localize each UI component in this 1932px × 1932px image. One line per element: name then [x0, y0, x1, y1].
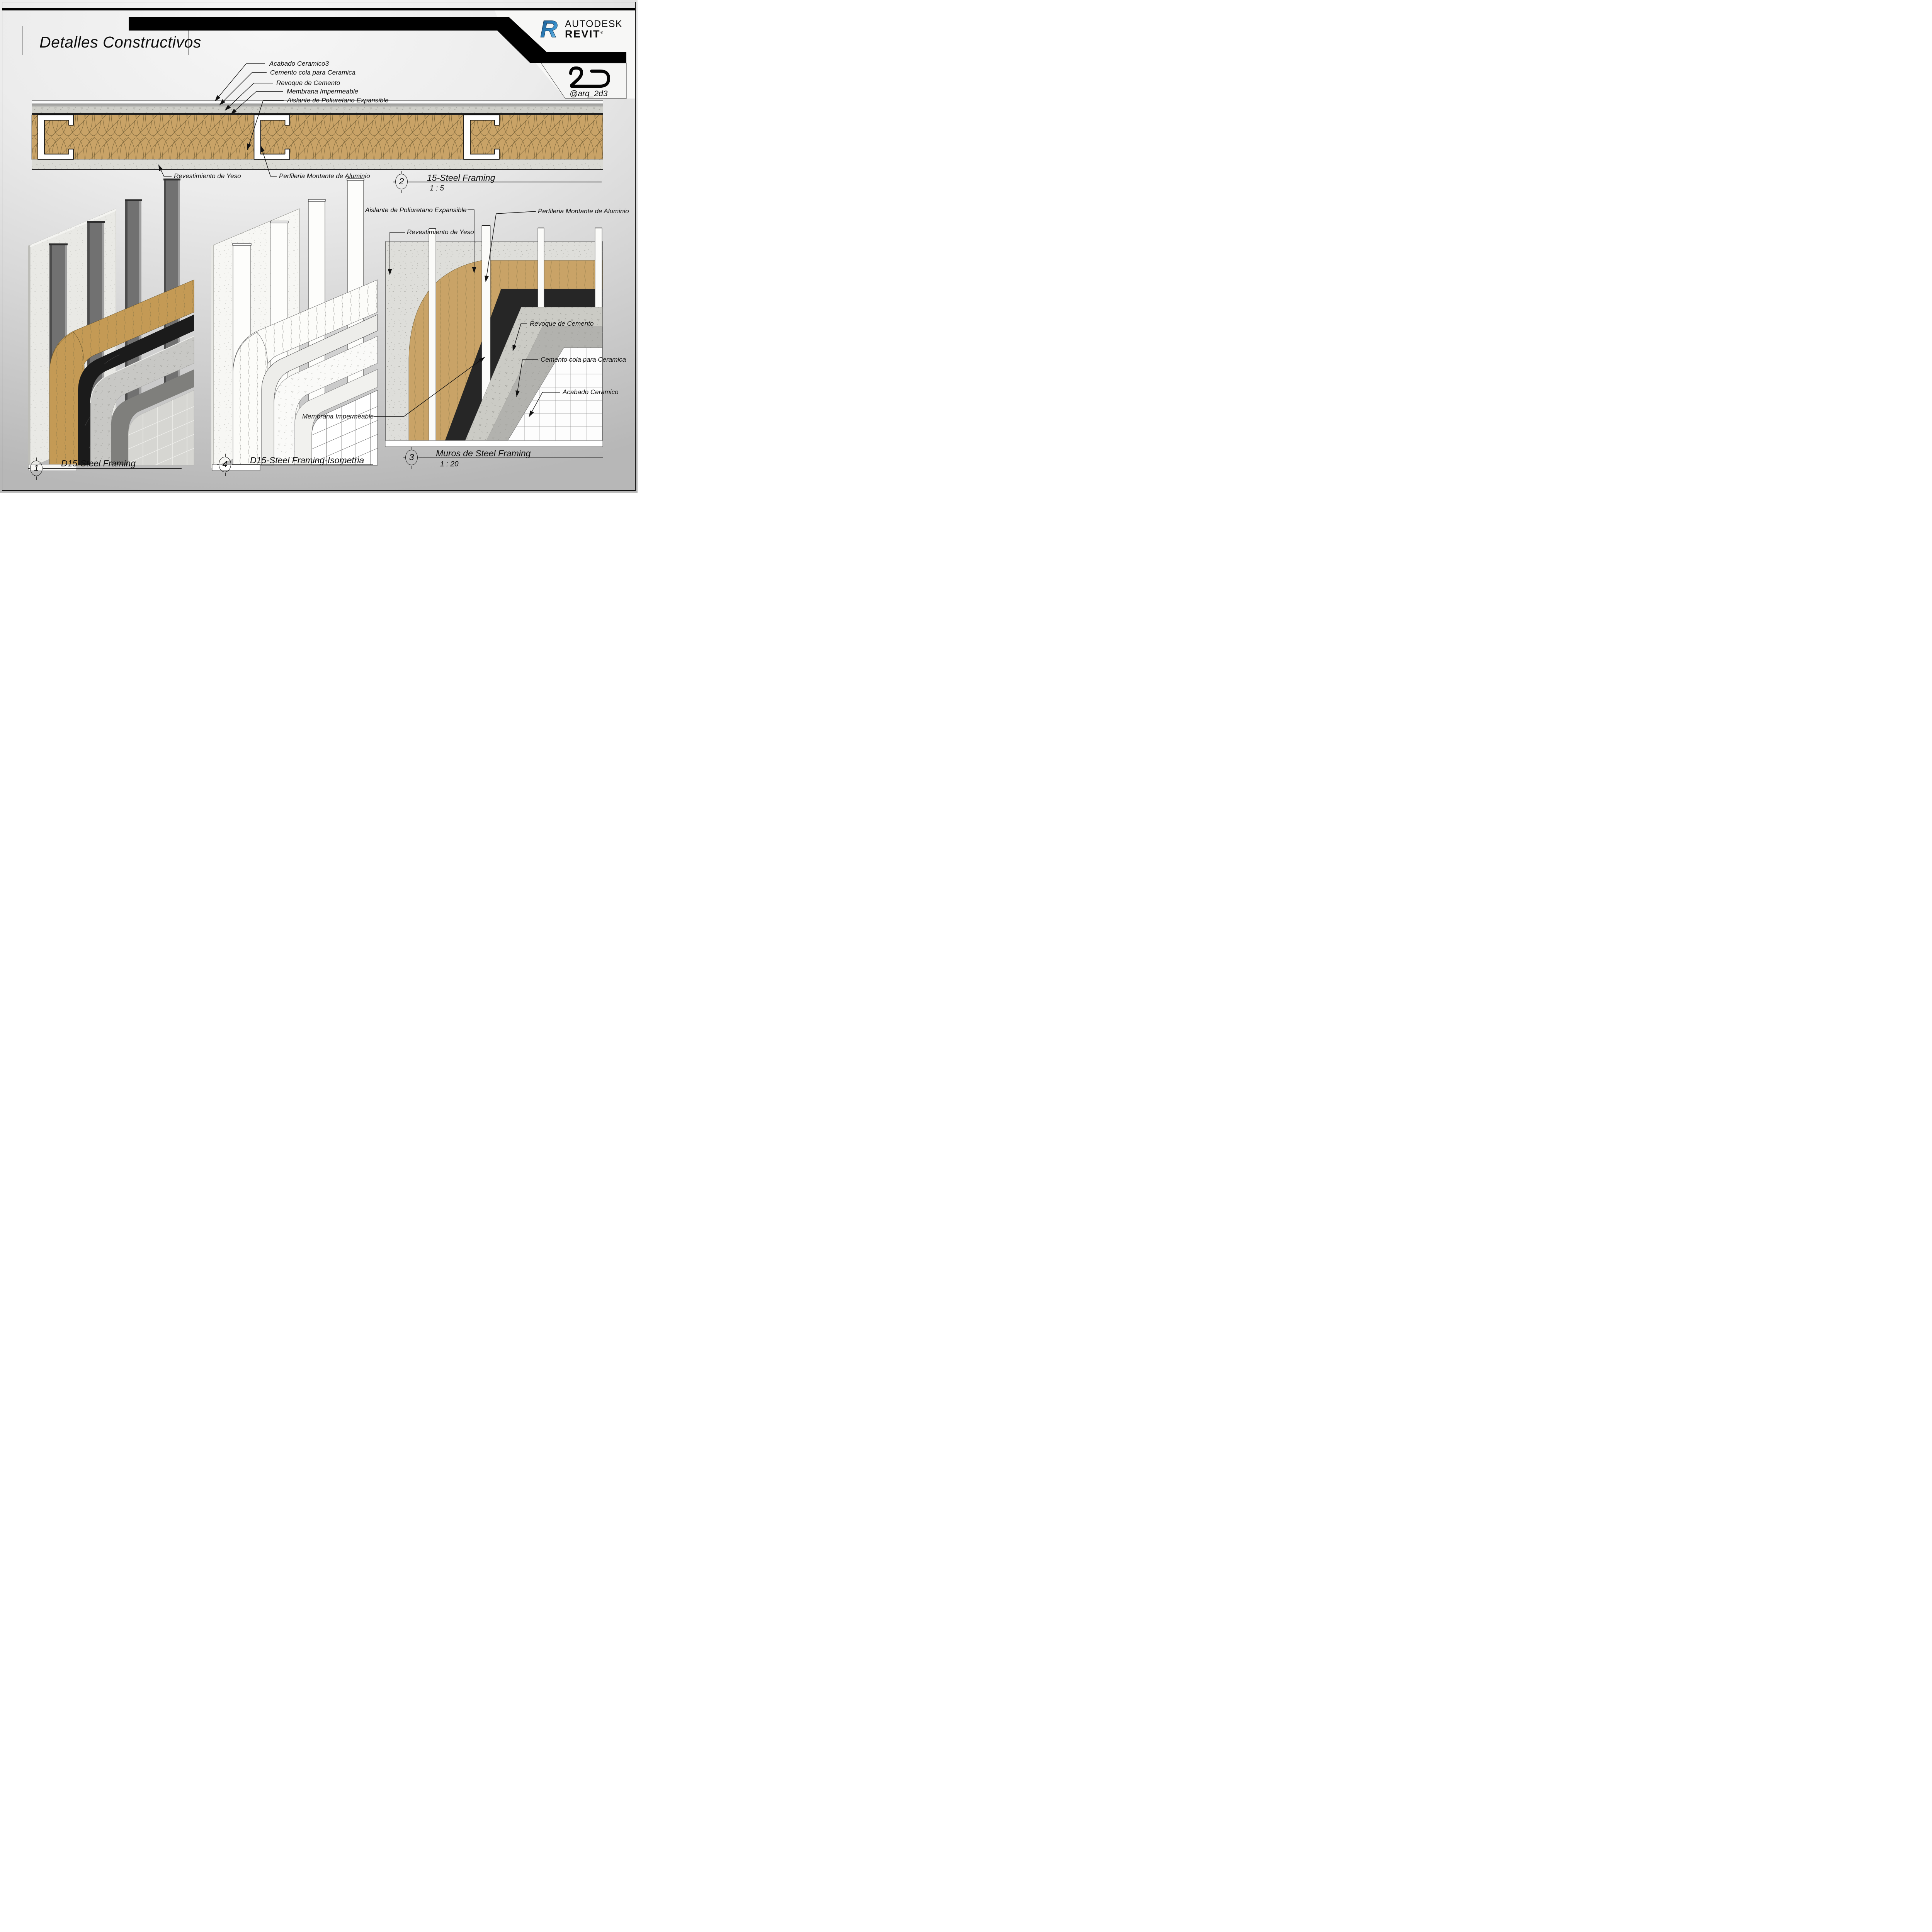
brand-autodesk: AUTODESK: [565, 19, 623, 29]
view2-scale: 1 : 5: [430, 184, 444, 192]
callout-wall-cemento-cola: Cemento cola para Ceramica: [541, 356, 626, 363]
brand-revit-text: REVIT: [565, 28, 601, 40]
iso-membrane: [261, 314, 378, 466]
callout-wall-yeso: Revestimiento de Yeso: [407, 228, 474, 236]
view2-title: 15-Steel Framing: [427, 173, 495, 183]
revit-r-icon: R: [540, 16, 558, 43]
iso-membrane: [78, 315, 194, 465]
registered-mark: ®: [600, 31, 604, 34]
callout-aislante: Aislante de Poliuretano Expansible: [287, 97, 389, 104]
stud-profile: [253, 114, 290, 160]
layer-membrana: [32, 113, 603, 115]
steel-studs-section: [37, 114, 500, 160]
iso-tile-grid: [128, 390, 194, 465]
iso-tile-panel: [311, 390, 378, 466]
layer-acabado-ceramico: [32, 101, 603, 104]
view2-section-drawing: [31, 100, 603, 170]
view3-number-bubble: 3: [405, 450, 418, 465]
sheet-top-border: [2, 8, 636, 10]
view1-iso-drawing: [28, 179, 194, 471]
callout-perfileria: Perfileria Montante de Aluminio: [279, 172, 370, 180]
stud-profile: [463, 114, 500, 160]
sheet-title: Detalles Constructivos: [39, 33, 201, 51]
view3-scale: 1 : 20: [440, 460, 459, 468]
drawing-canvas: R: [28, 10, 635, 480]
iso-cemento: [111, 369, 194, 465]
callout-wall-membrana: Membrana Impermeable: [302, 413, 374, 420]
iso-tile-panel: [128, 390, 194, 466]
view2-number-bubble: 2: [395, 174, 408, 189]
view-title-lines: [28, 171, 603, 480]
brand-revit: REVIT®: [565, 28, 604, 40]
callout-membrana: Membrana Impermeable: [287, 88, 359, 95]
callout-revoque: Revoque de Cemento: [276, 79, 340, 87]
svg-text:R: R: [540, 16, 558, 43]
iso-tile-grid: [312, 390, 378, 465]
view4-title: D15-Steel Framing-Isometria: [250, 455, 364, 465]
layer-aislante: [31, 114, 603, 160]
sheet-border: [2, 2, 636, 491]
ribbon-bar: [129, 17, 498, 31]
wall-base-track: [385, 440, 603, 447]
layer-cemento-cola: [32, 104, 603, 107]
view3-wall-drawing: [385, 225, 603, 447]
callout-wall-perfileria: Perfileria Montante de Aluminio: [538, 207, 629, 215]
callout-acabado-ceramico3: Acabado Ceramico3: [269, 60, 329, 67]
leader-lines: [158, 63, 560, 417]
sheet-title-box: [22, 26, 189, 55]
callout-wall-aislante: Aislante de Poliuretano Expansible: [365, 206, 467, 214]
author-handle: @arq_2d3: [570, 89, 608, 98]
callout-revestimiento-yeso: Revestimiento de Yeso: [174, 172, 241, 180]
logo-2d-icon: [569, 66, 611, 88]
stud-profile: [37, 114, 74, 160]
view3-title: Muros de Steel Framing: [436, 448, 531, 458]
view4-number-bubble: 4: [219, 457, 231, 472]
callout-wall-revoque: Revoque de Cemento: [530, 320, 594, 327]
callout-cemento-cola: Cemento cola para Ceramica: [270, 69, 356, 76]
ribbon-diagonal: [495, 10, 635, 99]
view4-iso-drawing: [211, 178, 378, 471]
iso-cemento: [294, 369, 378, 466]
drawing-sheet: Detalles Constructivos: [0, 0, 638, 493]
view1-number-bubble: 1: [30, 461, 43, 476]
view1-title: D15-Steel Framing: [61, 458, 136, 468]
callout-wall-acabado: Acabado Ceramico: [563, 388, 619, 396]
wall-membrane: [445, 289, 602, 440]
